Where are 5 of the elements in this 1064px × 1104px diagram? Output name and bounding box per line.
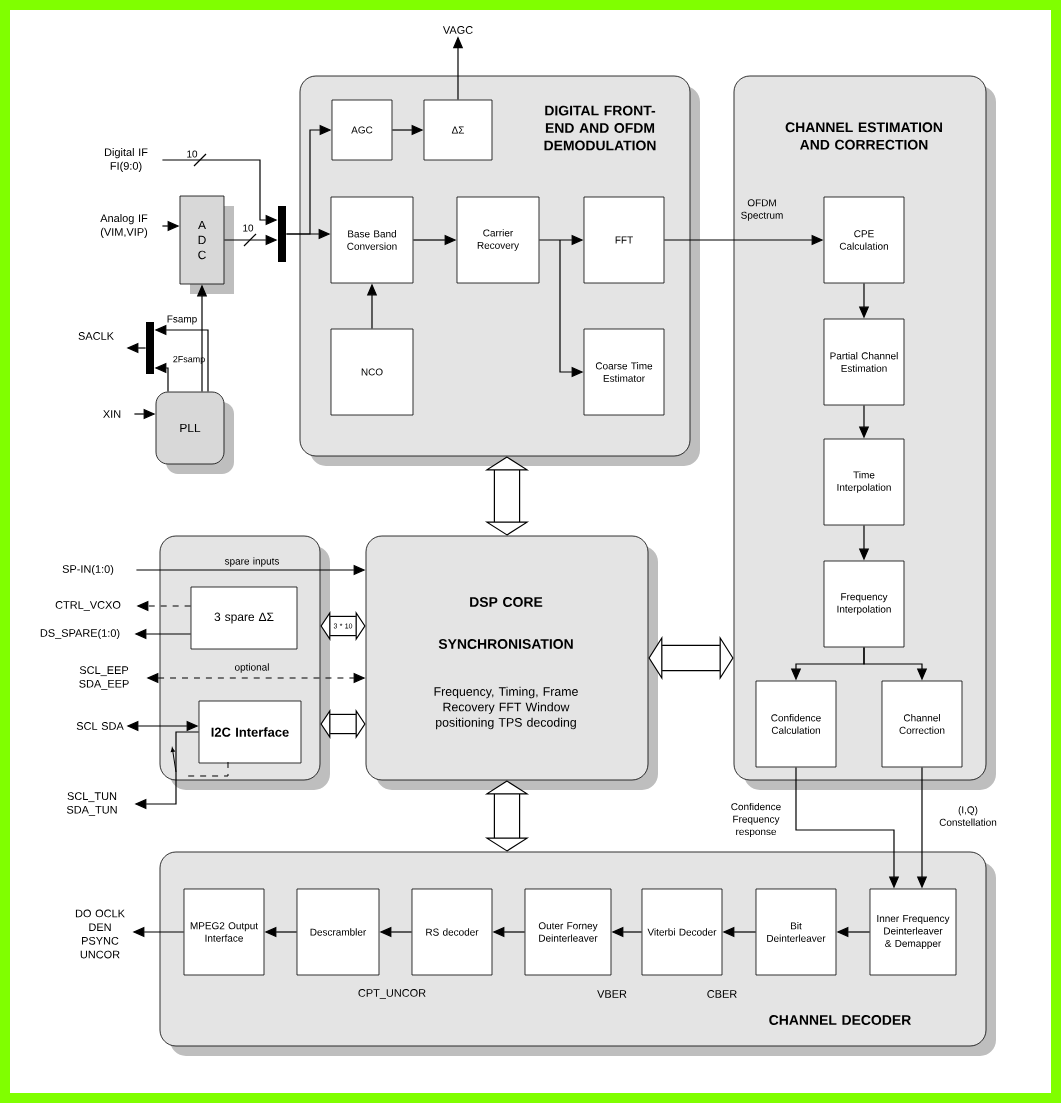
double-arrow (484, 456, 530, 536)
double-arrow (320, 610, 366, 642)
double-arrow (320, 708, 366, 740)
double-arrow (648, 635, 734, 681)
double-arrow (484, 780, 530, 852)
